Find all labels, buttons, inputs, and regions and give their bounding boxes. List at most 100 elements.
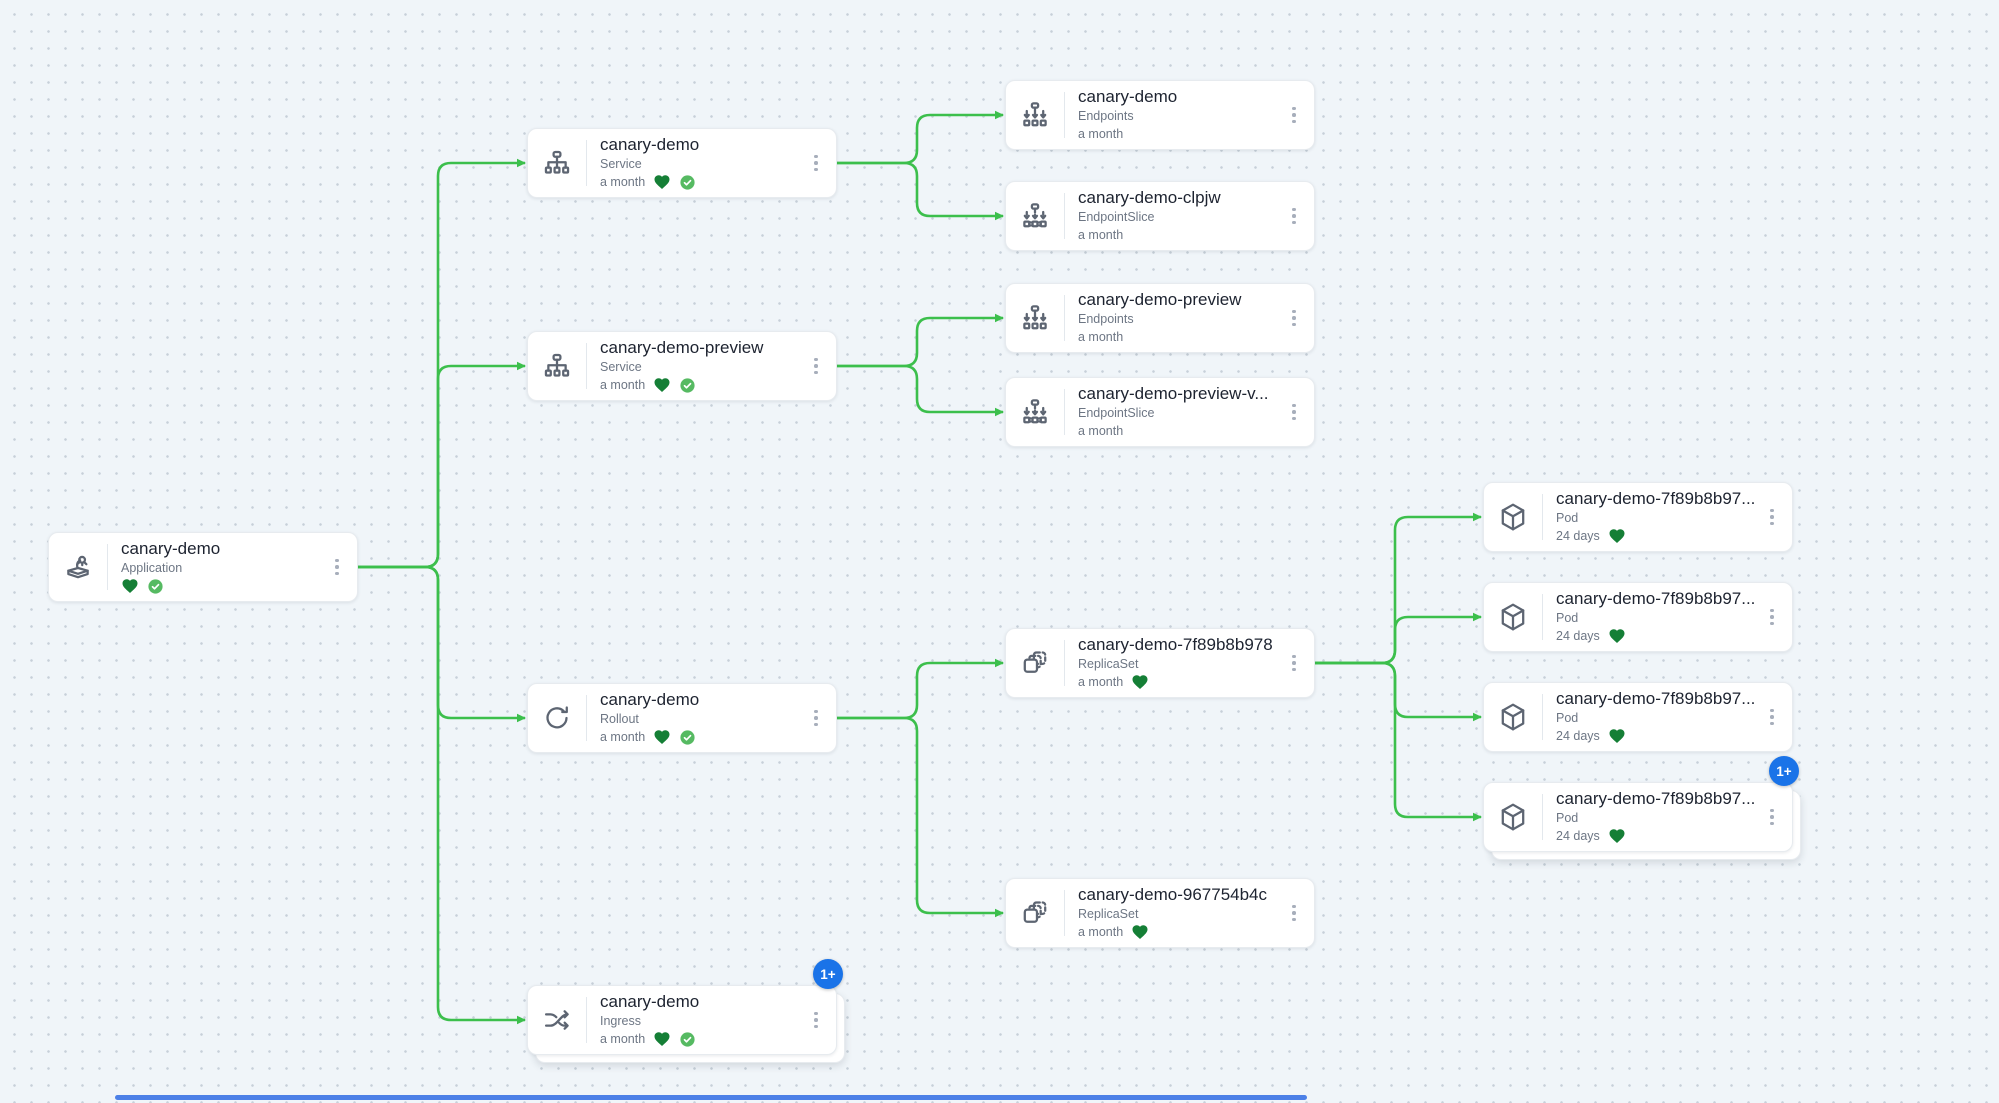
kebab-menu-icon[interactable] [1760,803,1784,832]
resource-name: canary-demo-7f89b8b97... [1556,688,1756,708]
node-rs2[interactable]: canary-demo-967754b4c ReplicaSet a month [1005,878,1315,948]
health-heart-icon [121,577,139,595]
resource-age: a month [600,377,646,392]
sync-status-icon [679,729,696,746]
edge-app-to-ingress [358,565,526,1025]
resource-name: canary-demo [600,134,700,154]
pod-icon [1484,800,1542,834]
health-heart-icon [653,173,671,191]
resource-age: a month [1078,674,1124,689]
kebab-menu-icon[interactable] [1282,101,1306,130]
horizontal-scrollbar-thumb[interactable] [115,1095,1307,1100]
kebab-menu-icon[interactable] [325,553,349,582]
kebab-menu-icon[interactable] [1282,899,1306,928]
kebab-menu-icon[interactable] [1282,202,1306,231]
kebab-menu-icon[interactable] [1282,649,1306,678]
divider [1064,92,1065,138]
resource-kind: Endpoints [1078,311,1134,326]
health-heart-icon [1608,627,1626,645]
resource-kind: Service [600,156,642,171]
edge-svc-preview-to-ep2 [837,313,1004,368]
resource-name: canary-demo-7f89b8b97... [1556,588,1756,608]
health-heart-icon [1608,727,1626,745]
replicaset-icon [1006,896,1064,930]
resource-kind: EndpointSlice [1078,405,1155,420]
divider [1064,193,1065,239]
node-ep2[interactable]: canary-demo-preview Endpoints a month [1005,283,1315,353]
endpoints-icon [1006,98,1064,132]
node-pod3[interactable]: canary-demo-7f89b8b97... Pod 24 days [1483,682,1793,752]
node-svc-preview[interactable]: canary-demo-preview Service a month [527,331,837,401]
resource-kind: ReplicaSet [1078,656,1139,671]
more-items-badge[interactable]: 1+ [1769,756,1799,786]
kebab-menu-icon[interactable] [1760,603,1784,632]
kebab-menu-icon[interactable] [1760,703,1784,732]
edge-rs1-to-pod1 [1315,512,1482,665]
divider [586,343,587,389]
endpointslice-icon [1006,199,1064,233]
health-heart-icon [653,376,671,394]
resource-name: canary-demo-preview [1078,289,1242,309]
divider [1064,640,1065,686]
divider [1542,494,1543,540]
resource-age: 24 days [1556,728,1600,743]
node-rollout[interactable]: canary-demo Rollout a month [527,683,837,753]
node-eps2[interactable]: canary-demo-preview-v... EndpointSlice a… [1005,377,1315,447]
edge-app-to-svc-preview [358,361,526,569]
kebab-menu-icon[interactable] [804,352,828,381]
resource-kind: Rollout [600,711,639,726]
replicaset-icon [1006,646,1064,680]
resource-kind: Pod [1556,510,1579,525]
resource-kind: Pod [1556,710,1579,725]
kebab-menu-icon[interactable] [804,704,828,733]
node-pod1[interactable]: canary-demo-7f89b8b97... Pod 24 days [1483,482,1793,552]
divider [107,544,108,590]
edge-rollout-to-rs1 [837,658,1004,720]
node-app[interactable]: canary-demo Application [48,532,358,602]
resource-kind: Pod [1556,610,1579,625]
resource-age: a month [600,729,646,744]
node-pod4[interactable]: canary-demo-7f89b8b97... Pod 24 days 1+ [1483,756,1799,852]
sync-status-icon [679,1031,696,1048]
ingress-icon [528,1003,586,1037]
resource-kind: ReplicaSet [1078,906,1139,921]
node-eps1[interactable]: canary-demo-clpjw EndpointSlice a month [1005,181,1315,251]
resource-age: a month [1078,227,1124,242]
resource-name: canary-demo [600,991,700,1011]
resource-kind: Endpoints [1078,108,1134,123]
node-rs1[interactable]: canary-demo-7f89b8b978 ReplicaSet a mont… [1005,628,1315,698]
health-heart-icon [1131,673,1149,691]
node-ingress[interactable]: canary-demo Ingress a month 1+ [527,959,843,1055]
resource-name: canary-demo-7f89b8b97... [1556,788,1756,808]
node-svc[interactable]: canary-demo Service a month [527,128,837,198]
node-pod2[interactable]: canary-demo-7f89b8b97... Pod 24 days [1483,582,1793,652]
kebab-menu-icon[interactable] [804,1006,828,1035]
resource-name: canary-demo-preview [600,337,764,357]
node-ep1[interactable]: canary-demo Endpoints a month [1005,80,1315,150]
resource-name: canary-demo-7f89b8b97... [1556,488,1756,508]
divider [1542,694,1543,740]
resource-age: a month [1078,423,1124,438]
divider [586,140,587,186]
resource-age: a month [600,1031,646,1046]
edge-app-to-rollout [358,565,526,723]
endpointslice-icon [1006,395,1064,429]
kebab-menu-icon[interactable] [1282,398,1306,427]
edge-svc-to-eps1 [837,161,1004,221]
divider [1064,389,1065,435]
kebab-menu-icon[interactable] [1760,503,1784,532]
more-items-badge[interactable]: 1+ [813,959,843,989]
divider [1542,794,1543,840]
kebab-menu-icon[interactable] [1282,304,1306,333]
application-icon [49,550,107,584]
edge-rollout-to-rs2 [837,716,1004,918]
resource-name: canary-demo-967754b4c [1078,884,1268,904]
resource-kind: Service [600,359,642,374]
kebab-menu-icon[interactable] [804,149,828,178]
resource-kind: Ingress [600,1013,641,1028]
resource-age: a month [1078,126,1124,141]
health-heart-icon [1608,527,1626,545]
health-heart-icon [653,1030,671,1048]
